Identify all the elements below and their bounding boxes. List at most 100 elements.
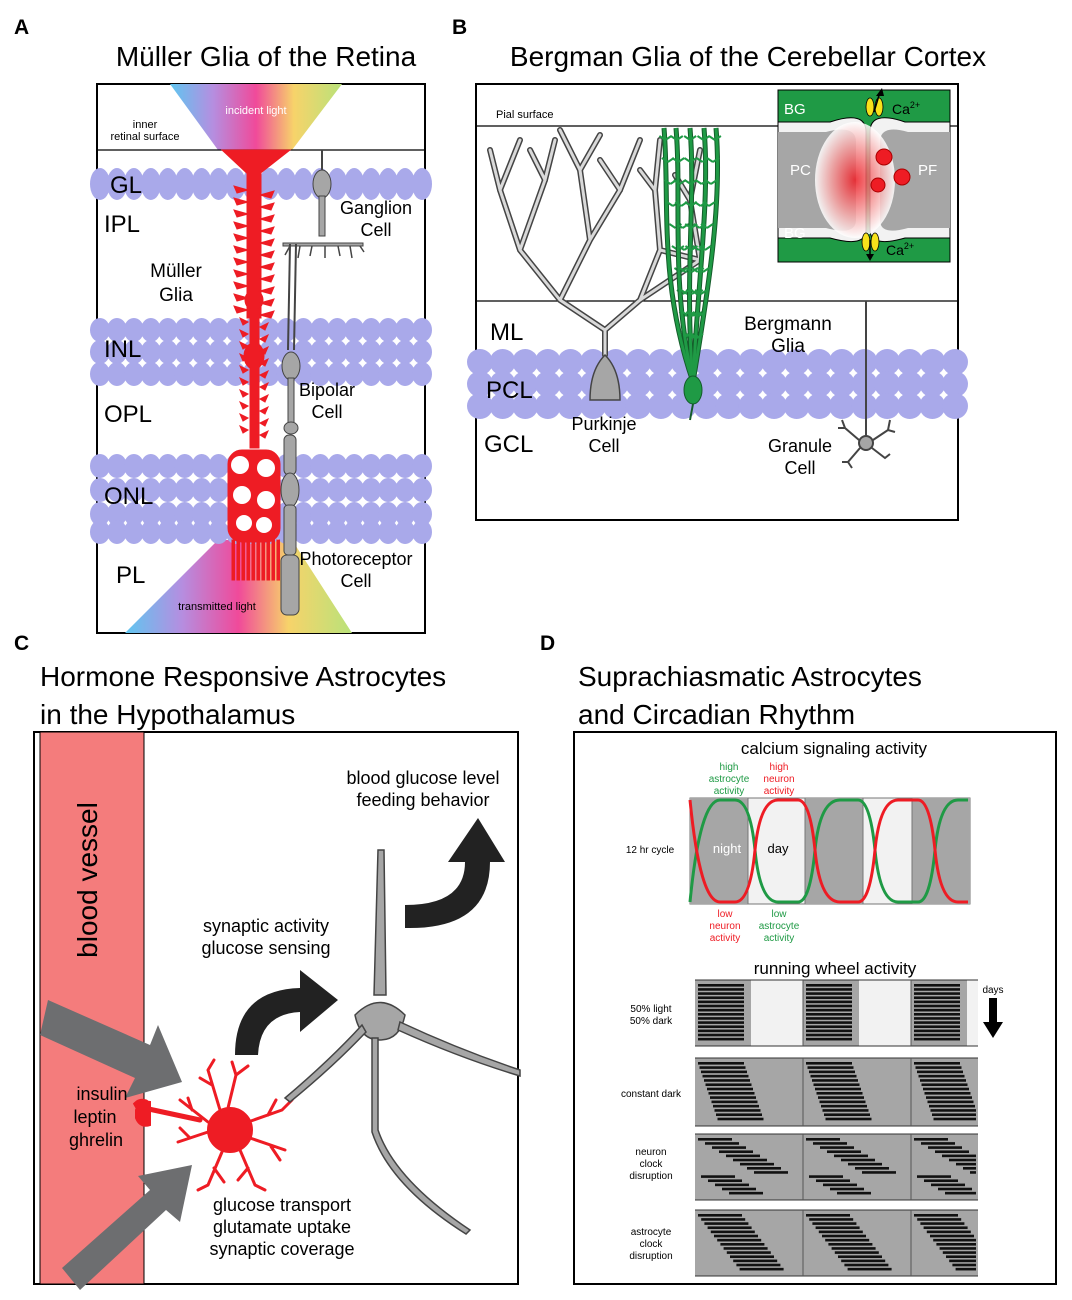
- actogram-bout: [837, 1191, 871, 1195]
- nucleus: [293, 454, 314, 478]
- muller-process: [239, 424, 250, 434]
- nucleus: [344, 168, 365, 200]
- actogram-bout: [914, 988, 960, 991]
- actogram-bout: [806, 1029, 852, 1033]
- nucleus: [208, 478, 229, 502]
- actogram-bout: [806, 984, 852, 987]
- actogram-bout: [825, 1117, 872, 1121]
- nucleus: [467, 393, 493, 419]
- nucleus: [489, 371, 516, 397]
- nucleus: [395, 454, 416, 478]
- nucleus: [647, 349, 674, 375]
- muller-process: [239, 364, 250, 374]
- muller-process: [233, 293, 250, 302]
- day-label: day: [768, 841, 789, 856]
- nucleus: [378, 502, 399, 526]
- nucleus: [557, 371, 584, 397]
- nucleus: [259, 340, 280, 364]
- nucleus: [344, 520, 365, 544]
- muller-process: [258, 298, 275, 307]
- low-neuron-3: activity: [710, 933, 741, 944]
- actogram-bout: [806, 988, 852, 991]
- nucleus: [123, 478, 144, 502]
- actogram-bout: [914, 1013, 960, 1016]
- bergmann-label-2: Glia: [771, 336, 805, 357]
- muller-microvilli: [271, 539, 275, 581]
- nucleus: [919, 371, 946, 397]
- muller-process: [239, 340, 250, 350]
- nucleus: [647, 371, 674, 397]
- nucleus: [378, 168, 399, 200]
- actogram-bout: [707, 1087, 753, 1091]
- muller-process: [258, 369, 269, 379]
- muller-microvilli: [231, 539, 235, 581]
- synaptic-label-2: glucose sensing: [201, 938, 330, 958]
- muller-process: [239, 412, 250, 422]
- high-neuron-1: high: [770, 762, 789, 773]
- nucleus: [310, 340, 331, 364]
- bergmann-label-1: Bergmann: [744, 314, 832, 335]
- bergmann-fiber: [674, 127, 695, 383]
- feeding-label: feeding behavior: [356, 790, 489, 810]
- nucleus: [344, 362, 365, 386]
- nucleus: [259, 168, 280, 200]
- nucleus: [276, 318, 297, 342]
- panel-d: D Suprachiasmatic Astrocytes and Circadi…: [540, 632, 1057, 1285]
- nucleus: [378, 478, 399, 502]
- nucleus: [191, 502, 212, 526]
- actogram-bout: [929, 1104, 975, 1108]
- muller-microvilli: [266, 539, 270, 581]
- nucleus: [208, 454, 229, 478]
- nucleus: [851, 349, 878, 375]
- actogram-bout: [733, 1158, 767, 1162]
- muller-process: [258, 429, 269, 439]
- nucleus: [395, 520, 416, 544]
- nucleus: [467, 349, 493, 375]
- actogram-bout: [831, 1247, 876, 1250]
- nucleus: [191, 340, 212, 364]
- nucleus: [90, 318, 110, 342]
- bipolar-label-1: Bipolar: [299, 380, 355, 400]
- nucleus: [412, 454, 432, 478]
- hormone-arrow-lower: [62, 1165, 192, 1290]
- nucleus: [140, 478, 161, 502]
- actogram-bout: [806, 992, 852, 995]
- panel-a-letter: A: [14, 16, 29, 39]
- high-astro-3: activity: [714, 786, 745, 797]
- actogram-bout: [717, 1238, 762, 1242]
- actogram-bout: [812, 1222, 857, 1225]
- actogram-bout: [822, 1109, 869, 1112]
- nucleus: [327, 168, 348, 200]
- nucleus: [738, 371, 765, 397]
- nucleus: [208, 362, 229, 386]
- actogram-bout: [715, 1183, 749, 1187]
- actogram-bout: [723, 1247, 768, 1250]
- actogram-bout: [918, 1074, 965, 1078]
- nucleus: [106, 318, 127, 342]
- high-neuron-3: activity: [764, 786, 795, 797]
- panel-c-letter: C: [14, 632, 29, 655]
- muller-process: [233, 305, 250, 314]
- hormone-ghrelin: ghrelin: [69, 1130, 123, 1150]
- nucleus: [715, 349, 742, 375]
- row4-label-1: astrocyte: [631, 1227, 672, 1238]
- muller-process: [239, 328, 250, 338]
- nucleus: [327, 502, 348, 526]
- actogram-bout: [806, 1062, 852, 1065]
- purkinje-label-1: Purkinje: [571, 414, 636, 434]
- nucleus: [828, 371, 855, 397]
- nucleus: [806, 349, 833, 375]
- actogram-bout: [720, 1243, 765, 1246]
- actogram-bout: [722, 1187, 756, 1191]
- actogram-bout: [921, 1083, 968, 1087]
- granule-label-1: Granule: [768, 436, 832, 456]
- nucleus: [344, 318, 365, 342]
- nucleus: [106, 478, 127, 502]
- nucleus: [557, 393, 584, 419]
- hypothalamic-neuron: [283, 849, 521, 1235]
- actogram-bout: [809, 1070, 855, 1074]
- actogram-bout: [806, 1021, 852, 1024]
- nucleus: [512, 371, 539, 397]
- actogram-bout: [914, 1138, 948, 1141]
- actogram-bout: [716, 1113, 762, 1117]
